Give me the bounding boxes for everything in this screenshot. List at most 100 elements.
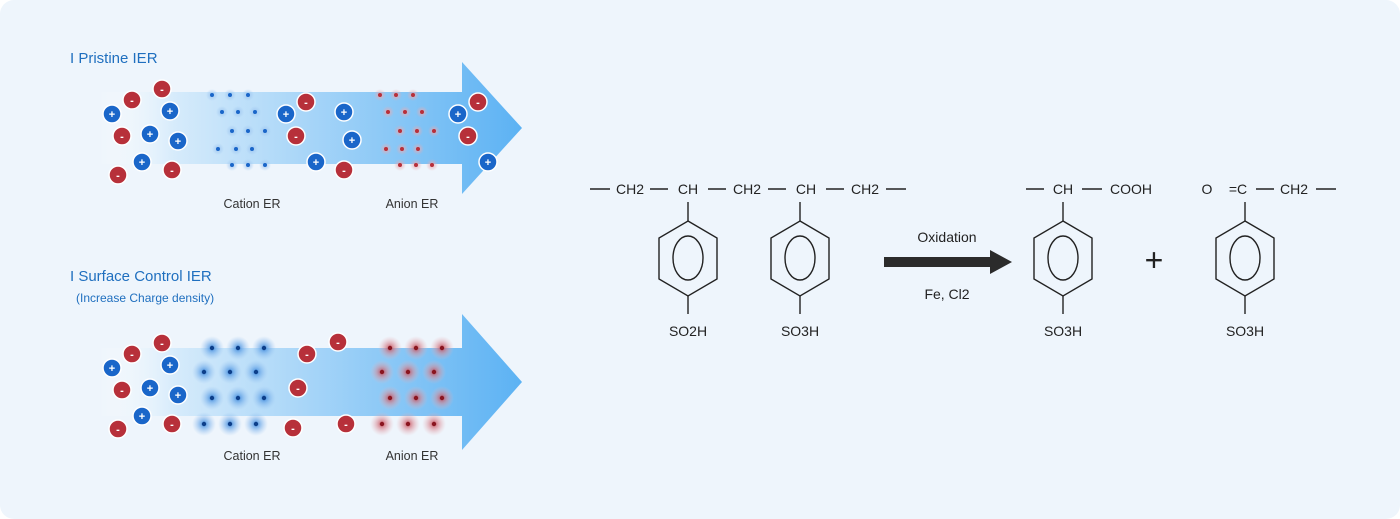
anion: - xyxy=(334,160,354,180)
anion: - xyxy=(108,165,128,185)
anion: - xyxy=(112,380,132,400)
cation-exchange-site xyxy=(226,159,238,171)
product1-group-2: COOH xyxy=(1110,181,1152,197)
svg-text:+: + xyxy=(167,106,173,118)
anion-exchange-site xyxy=(411,125,423,137)
surface-subtitle: (Increase Charge density) xyxy=(76,291,214,305)
plus-sign: + xyxy=(1145,242,1164,278)
svg-text:+: + xyxy=(485,157,491,169)
svg-text:-: - xyxy=(120,385,124,397)
anion: - xyxy=(296,92,316,112)
anion: - xyxy=(152,79,172,99)
chain-group-5: CH2 xyxy=(851,181,879,197)
cation: + xyxy=(102,104,122,124)
anion-exchange-site xyxy=(396,360,420,384)
cation-exchange-site xyxy=(226,125,238,137)
svg-text:-: - xyxy=(476,97,480,109)
cation-exchange-site xyxy=(226,386,250,410)
cation: + xyxy=(276,104,296,124)
cation: + xyxy=(448,104,468,124)
anion: - xyxy=(468,92,488,112)
pristine-anion-label: Anion ER xyxy=(386,197,439,211)
svg-text:+: + xyxy=(147,129,153,141)
cation: + xyxy=(168,131,188,151)
surface-anion-label: Anion ER xyxy=(386,449,439,463)
anion-exchange-site xyxy=(416,106,428,118)
anion-exchange-site xyxy=(396,143,408,155)
cation: + xyxy=(306,152,326,172)
pristine-ions: +--+-+++--+--+++-+--+ xyxy=(102,79,498,185)
svg-text:+: + xyxy=(139,411,145,423)
anion-exchange-site xyxy=(380,143,392,155)
cation: + xyxy=(334,102,354,122)
cation-exchange-site xyxy=(259,159,271,171)
cation-exchange-site xyxy=(242,125,254,137)
anion-exchange-site xyxy=(394,159,406,171)
cation-exchange-site xyxy=(242,89,254,101)
anion-exchange-site xyxy=(370,360,394,384)
anion: - xyxy=(328,332,348,352)
cation: + xyxy=(160,101,180,121)
cation-exchange-site xyxy=(192,360,216,384)
product2-group-1: O xyxy=(1202,181,1213,197)
svg-text:-: - xyxy=(344,419,348,431)
anion: - xyxy=(162,160,182,180)
anion-exchange-site xyxy=(404,386,428,410)
anion: - xyxy=(122,344,142,364)
anion: - xyxy=(108,419,128,439)
surface-title: I Surface Control IER xyxy=(70,268,212,285)
product2-group-3: CH2 xyxy=(1280,181,1308,197)
product2-substituent: SO3H xyxy=(1226,323,1264,339)
svg-text:-: - xyxy=(342,165,346,177)
svg-text:-: - xyxy=(120,131,124,143)
svg-text:+: + xyxy=(109,363,115,375)
svg-text:+: + xyxy=(147,383,153,395)
reaction-conditions: Fe, Cl2 xyxy=(924,286,969,302)
anion-exchange-site xyxy=(390,89,402,101)
cation-exchange-site xyxy=(218,412,242,436)
anion-exchange-site xyxy=(396,412,420,436)
product1-group-1: CH xyxy=(1053,181,1073,197)
anion-exchange-site xyxy=(382,106,394,118)
cation-exchange-site xyxy=(216,106,228,118)
chain-group-1: CH2 xyxy=(616,181,644,197)
svg-text:-: - xyxy=(466,131,470,143)
anion: - xyxy=(286,126,306,146)
cation-exchange-site xyxy=(224,89,236,101)
anion-exchange-site xyxy=(399,106,411,118)
cation-exchange-site xyxy=(252,336,276,360)
anion-exchange-site xyxy=(422,360,446,384)
anion-exchange-site xyxy=(428,125,440,137)
substituent-1: SO2H xyxy=(669,323,707,339)
cation-exchange-site xyxy=(246,143,258,155)
cation-exchange-site xyxy=(218,360,242,384)
benzene-ring-1 xyxy=(658,202,718,314)
cation-exchange-site xyxy=(226,336,250,360)
svg-text:+: + xyxy=(175,390,181,402)
product-2: O =C CH2 SO3H xyxy=(1202,181,1336,339)
cation-exchange-site xyxy=(200,386,224,410)
benzene-ring-2 xyxy=(770,202,830,314)
cation-exchange-site xyxy=(206,89,218,101)
svg-text:+: + xyxy=(139,157,145,169)
cation-exchange-site xyxy=(212,143,224,155)
anion-exchange-site xyxy=(374,89,386,101)
anion-exchange-site xyxy=(426,159,438,171)
svg-text:-: - xyxy=(291,423,295,435)
anion: - xyxy=(152,333,172,353)
anion: - xyxy=(162,414,182,434)
svg-text:-: - xyxy=(116,170,120,182)
cation: + xyxy=(140,124,160,144)
cation: + xyxy=(160,355,180,375)
anion-exchange-site xyxy=(412,143,424,155)
svg-text:-: - xyxy=(160,84,164,96)
svg-text:+: + xyxy=(341,107,347,119)
anion: - xyxy=(288,378,308,398)
anion-exchange-site xyxy=(422,412,446,436)
surface-cation-label: Cation ER xyxy=(224,449,281,463)
anion-exchange-site xyxy=(407,89,419,101)
svg-text:+: + xyxy=(109,109,115,121)
anion-exchange-site xyxy=(410,159,422,171)
anion-exchange-site xyxy=(404,336,428,360)
